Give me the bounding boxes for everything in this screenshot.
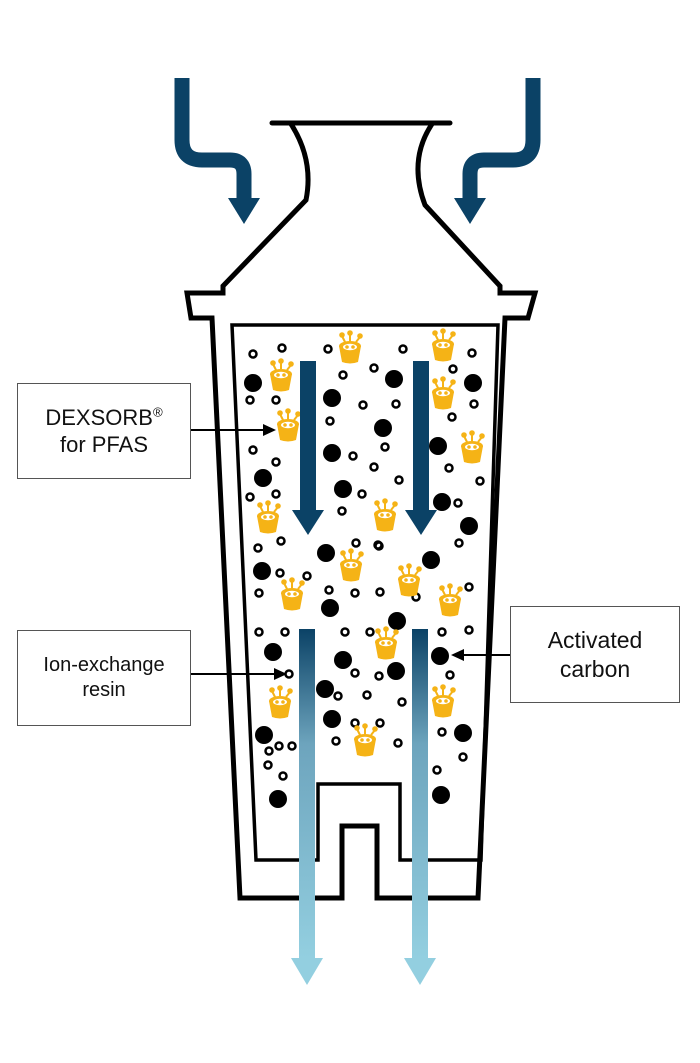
label-dexsorb-for-pfas: DEXSORB® for PFAS <box>17 383 191 479</box>
label-ion-line2: resin <box>82 679 126 701</box>
cartridge-outline <box>184 120 539 901</box>
label-ion-exchange-resin: Ion-exchange resin <box>17 630 191 726</box>
outflow-arrowheads <box>291 958 436 985</box>
inflow-arrow-left <box>174 78 260 224</box>
dexsorb-particles <box>256 327 486 758</box>
label-activated-carbon: Activated carbon <box>510 606 680 703</box>
label-carbon-line1: Activated <box>547 626 643 653</box>
label-dexsorb-line2: for PFAS <box>59 432 149 457</box>
label-dexsorb-line1: DEXSORB® <box>45 404 163 430</box>
flow-arrows-down <box>292 361 437 535</box>
carbon-particles <box>244 370 482 808</box>
label-pointers <box>191 424 510 680</box>
resin-beads <box>245 343 485 781</box>
outflow-arrows <box>299 629 428 958</box>
label-ion-line1: Ion-exchange <box>43 654 165 676</box>
inflow-arrow-right <box>454 78 541 224</box>
label-carbon-line2: carbon <box>559 655 631 682</box>
